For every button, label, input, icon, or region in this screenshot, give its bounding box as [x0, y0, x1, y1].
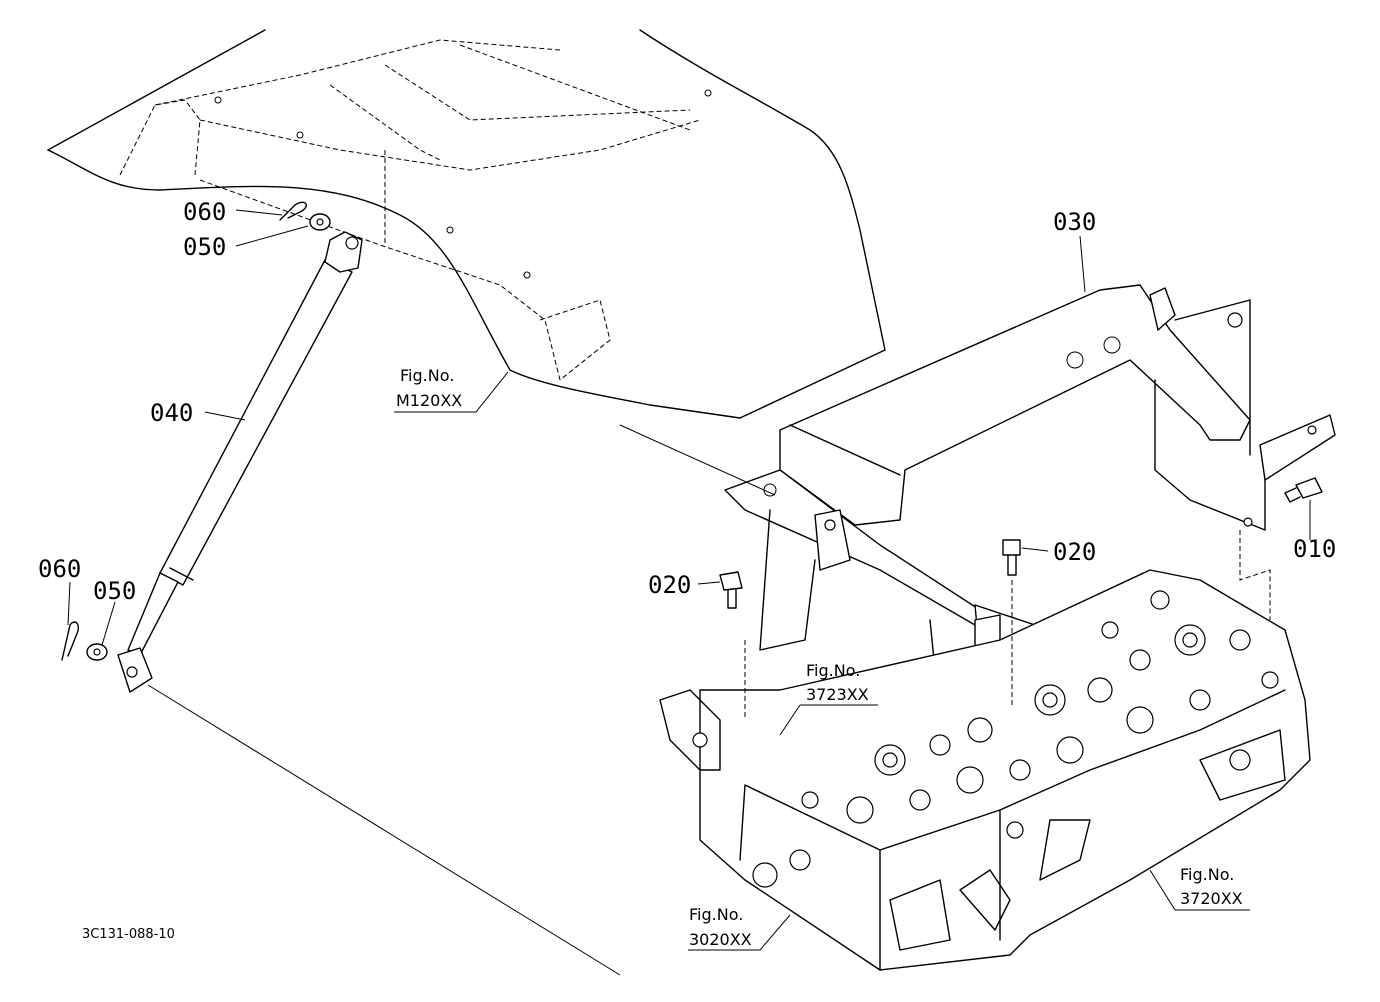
- washer-bottom: [86, 643, 108, 661]
- hood-panel: [47, 29, 886, 419]
- label-030: 030: [1053, 208, 1096, 236]
- washer-top: [309, 213, 331, 231]
- figref-3720-line1: Fig.No.: [1180, 865, 1234, 884]
- support-bracket: [724, 284, 1336, 731]
- bolt-010: [1284, 477, 1323, 503]
- label-060-top: 060: [183, 198, 226, 226]
- label-020-right: 020: [1053, 538, 1096, 566]
- figref-3020-line2: 3020XX: [689, 930, 752, 949]
- figref-m120-line2: M120XX: [396, 391, 462, 410]
- figref-m120-line1: Fig.No.: [400, 366, 454, 385]
- leader-lines: [67, 209, 1311, 976]
- label-050-bottom: 050: [93, 577, 136, 605]
- label-020-left: 020: [648, 571, 691, 599]
- figref-3723-line1: Fig.No.: [806, 661, 860, 680]
- figref-3020-line1: Fig.No.: [689, 905, 743, 924]
- figref-3723-line2: 3723XX: [806, 685, 869, 704]
- figref-3720-line2: 3720XX: [1180, 889, 1243, 908]
- r-clip-bottom: [61, 621, 79, 661]
- label-050-top: 050: [183, 233, 226, 261]
- gas-strut: [117, 231, 363, 693]
- r-clip-top: [279, 201, 307, 221]
- cylinder-head: [659, 569, 1311, 971]
- label-060-bottom: 060: [38, 555, 81, 583]
- drawing-code: 3C131-088-10: [82, 927, 175, 942]
- label-040: 040: [150, 399, 193, 427]
- bolt-020-left: [719, 571, 743, 609]
- bolt-020-right: [1002, 539, 1021, 576]
- label-010: 010: [1293, 535, 1336, 563]
